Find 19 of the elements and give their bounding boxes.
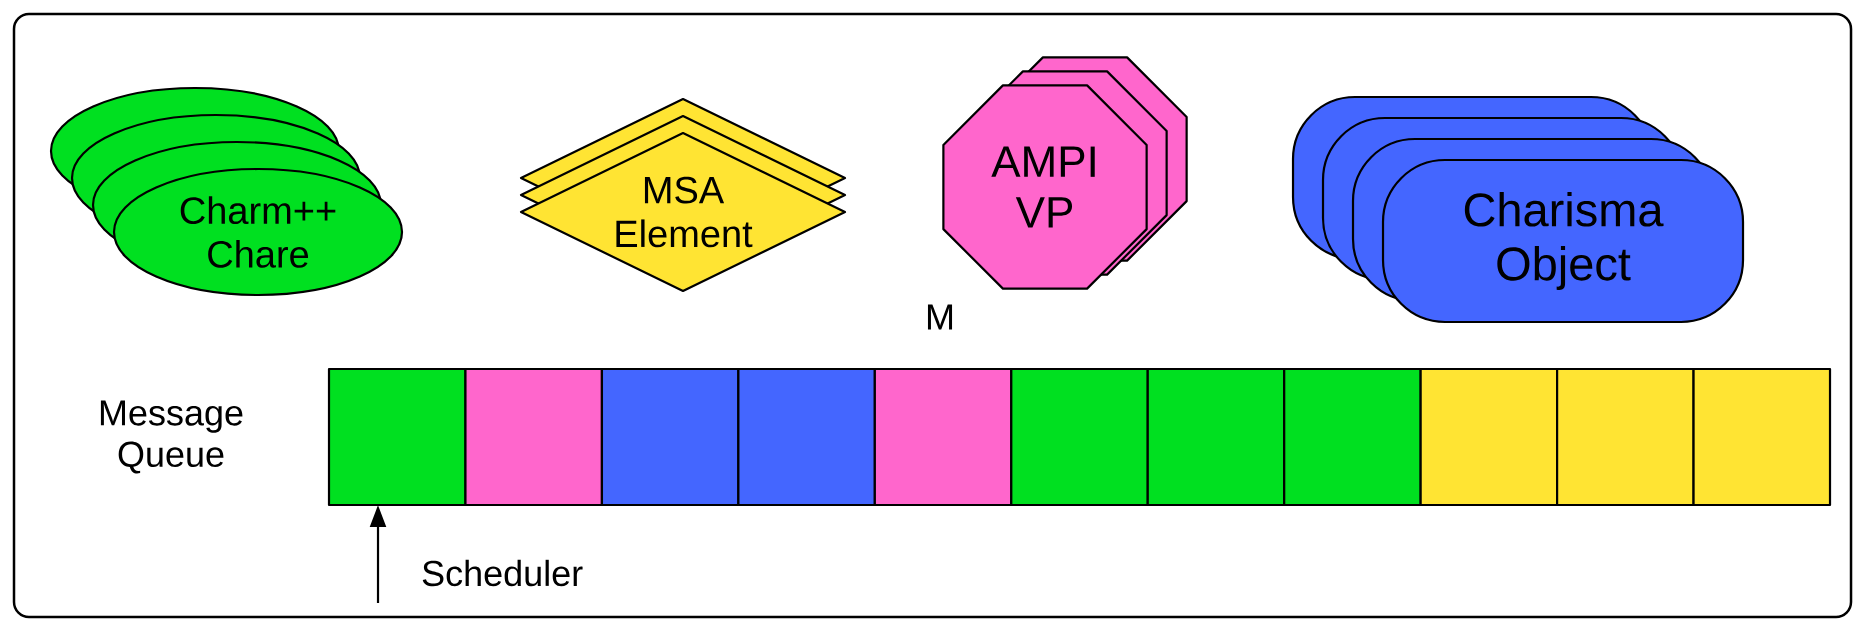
queue-cell [600, 367, 740, 507]
queue-cell [464, 367, 603, 507]
label: Scheduler [422, 559, 583, 587]
queue-cell [737, 367, 876, 507]
queue-cell [873, 367, 1013, 507]
queue-cell [1283, 367, 1422, 507]
queue-cell [1556, 367, 1695, 507]
queue-cell [1146, 367, 1286, 507]
rounded-box-stack: Charisma Object [1291, 95, 1745, 324]
label: M [927, 304, 953, 330]
queue-cell [1010, 367, 1149, 507]
node-label: Chare [208, 239, 309, 268]
queue-cell [1692, 367, 1832, 507]
diamond-stack: MSA Element [519, 97, 847, 293]
queue-cell [1419, 367, 1559, 507]
queue-cell [327, 367, 467, 507]
ellipse-stack: Charm++ Chare [49, 86, 404, 297]
message-queue: Message Queue [100, 367, 1832, 507]
octagon-stack: AMPI VP [942, 56, 1188, 290]
